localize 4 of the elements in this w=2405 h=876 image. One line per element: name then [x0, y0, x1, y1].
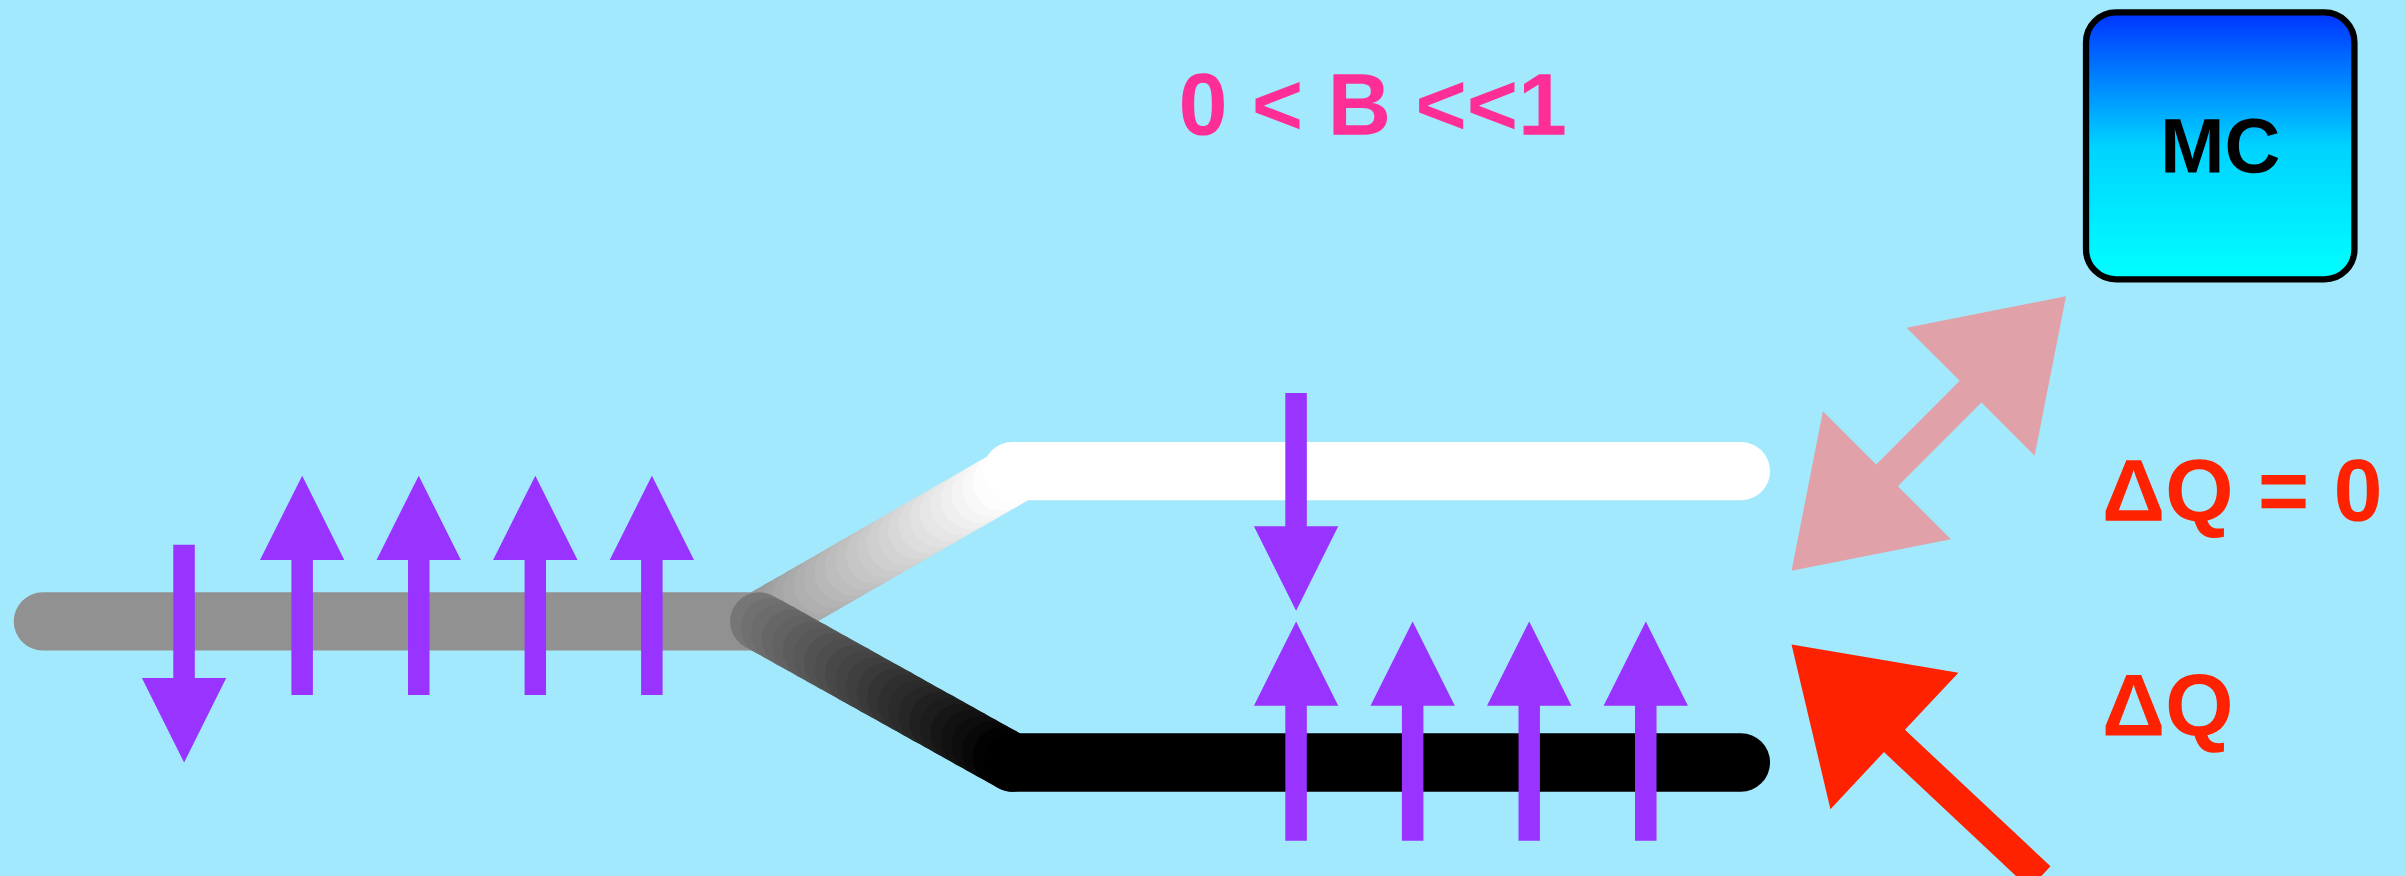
- formula-label: 0 < B <<1: [1182, 73, 1565, 136]
- formula-label: ΔQ: [2105, 674, 2230, 753]
- mc-box: MC: [2082, 9, 2358, 283]
- formula-label: ΔQ = 0: [2105, 459, 2379, 538]
